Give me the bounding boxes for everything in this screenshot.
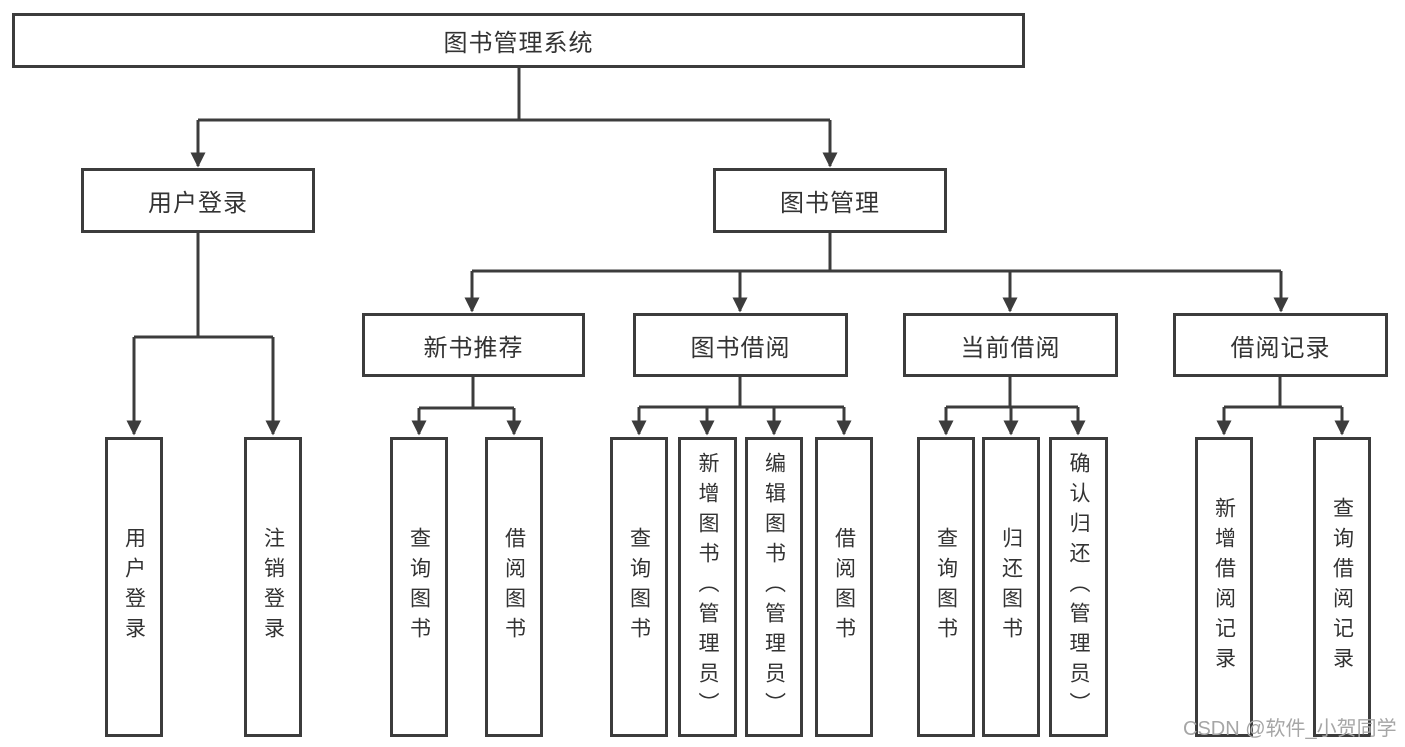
leaf-bb-edit-books-admin-label: 编辑图书（管理员）: [762, 452, 786, 722]
leaf-bb-query-books-label: 查询图书: [627, 527, 651, 647]
csdn-watermark: CSDN @软件_小贺同学: [1183, 718, 1397, 740]
group-borrow-records: 借阅记录: [1173, 313, 1388, 377]
leaf-user-login: 用户登录: [105, 437, 163, 737]
root-node-library-system: 图书管理系统: [12, 13, 1025, 68]
leaf-nbr-borrow-books-label: 借阅图书: [502, 527, 526, 647]
leaf-bb-borrow-books: 借阅图书: [815, 437, 873, 737]
leaf-nbr-borrow-books: 借阅图书: [485, 437, 543, 737]
leaf-cb-return-books-label: 归还图书: [999, 527, 1023, 647]
leaf-br-add-record: 新增借阅记录: [1195, 437, 1253, 737]
group-new-book-recommend: 新书推荐: [362, 313, 585, 377]
leaf-cb-return-books: 归还图书: [982, 437, 1040, 737]
leaf-user-login-label: 用户登录: [122, 527, 146, 647]
leaf-logout-label: 注销登录: [261, 527, 285, 647]
leaf-bb-query-books: 查询图书: [610, 437, 668, 737]
leaf-cb-confirm-return-admin-label: 确认归还（管理员）: [1067, 452, 1090, 722]
leaf-bb-borrow-books-label: 借阅图书: [832, 527, 856, 647]
leaf-br-add-record-label: 新增借阅记录: [1212, 497, 1236, 677]
leaf-bb-edit-books-admin: 编辑图书（管理员）: [745, 437, 803, 737]
leaf-cb-query-books: 查询图书: [917, 437, 975, 737]
leaf-cb-confirm-return-admin: 确认归还（管理员）: [1049, 437, 1108, 737]
leaf-logout: 注销登录: [244, 437, 302, 737]
leaf-bb-add-books-admin-label: 新增图书（管理员）: [696, 452, 719, 722]
branch-user-login: 用户登录: [81, 168, 315, 233]
leaf-cb-query-books-label: 查询图书: [934, 527, 958, 647]
group-current-borrow: 当前借阅: [903, 313, 1118, 377]
leaf-br-query-record: 查询借阅记录: [1313, 437, 1371, 737]
group-book-borrow: 图书借阅: [633, 313, 848, 377]
leaf-nbr-query-books: 查询图书: [390, 437, 448, 737]
leaf-nbr-query-books-label: 查询图书: [407, 527, 431, 647]
leaf-bb-add-books-admin: 新增图书（管理员）: [678, 437, 737, 737]
leaf-br-query-record-label: 查询借阅记录: [1330, 497, 1354, 677]
branch-book-management: 图书管理: [713, 168, 947, 233]
